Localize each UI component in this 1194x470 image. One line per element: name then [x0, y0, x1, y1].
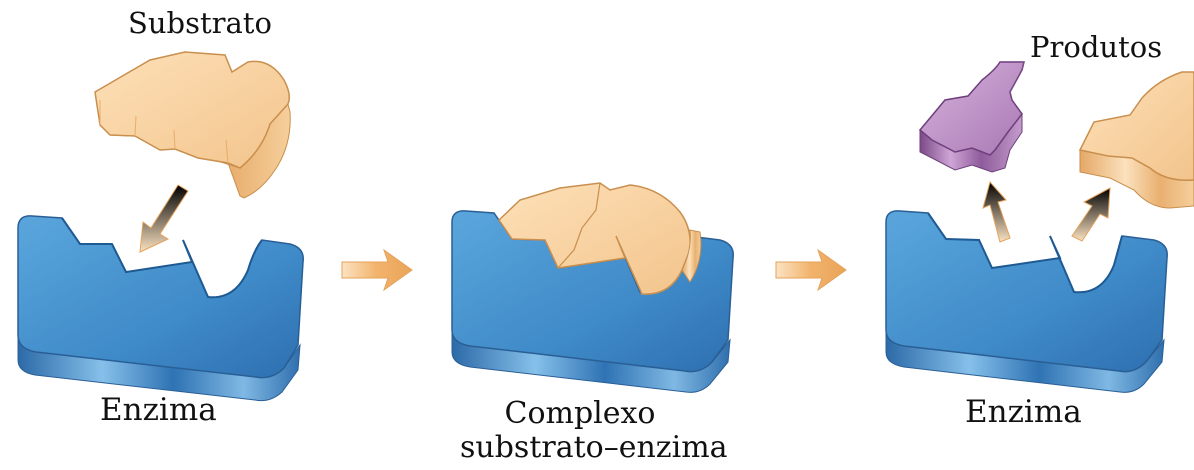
- enzyme-label-left: Enzima: [100, 392, 217, 428]
- enzyme-left-shape: [17, 215, 304, 402]
- enzyme-label-right: Enzima: [965, 394, 1082, 430]
- flow-arrow-right-2: [775, 248, 847, 292]
- enzyme-right-shape: [885, 210, 1168, 393]
- flow-arrow-right-1: [341, 248, 413, 292]
- flow-arrow-down: [139, 184, 189, 253]
- substrate-shape: [94, 51, 291, 199]
- enzyme-center-shape: [451, 210, 734, 393]
- complex-label-line2: substrato–enzima: [460, 430, 728, 465]
- product-shape-peach: [1078, 71, 1194, 209]
- complex-label-line1: Complexo: [504, 396, 656, 431]
- substrate-in-complex: [498, 182, 702, 295]
- complex-label: Complexo substrato–enzima: [460, 396, 728, 465]
- product-shape-purple: [918, 61, 1025, 173]
- flow-arrow-up-right: [1071, 187, 1111, 242]
- substrate-label: Substrato: [128, 6, 272, 40]
- flow-arrow-up-left: [982, 180, 1011, 243]
- products-label: Produtos: [1030, 30, 1163, 64]
